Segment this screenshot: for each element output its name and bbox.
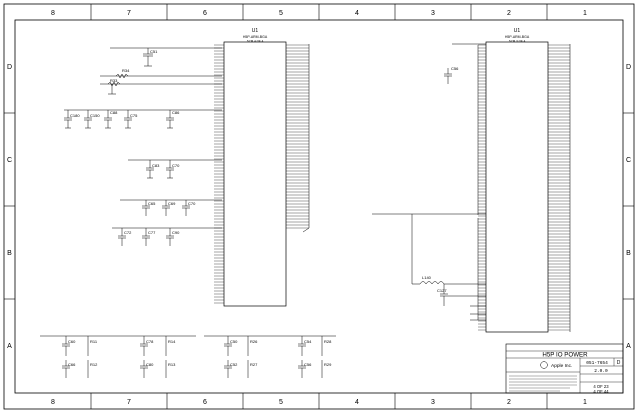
u1-left-ref: U1 xyxy=(252,28,259,34)
title-block: H5P IO POWER Apple Inc. 051-7654 D 2.0.0… xyxy=(505,343,624,394)
r33-label: R33 xyxy=(110,78,118,83)
col-label-bottom: 1 xyxy=(583,399,587,406)
r34-label: R34 xyxy=(122,68,130,73)
row-label-left: D xyxy=(7,64,12,71)
col-label-top: 3 xyxy=(431,10,435,17)
r12-label: R12 xyxy=(90,362,98,367)
r14-label: R14 xyxy=(168,339,176,344)
c66-label: C66 xyxy=(68,362,76,367)
version: 2.0.0 xyxy=(594,368,608,374)
c56-label: C56 xyxy=(304,362,312,367)
c88-label: C88 xyxy=(110,110,118,115)
c78-label: C78 xyxy=(146,339,154,344)
bottom-rail-left xyxy=(40,335,196,378)
column-dividers xyxy=(4,4,634,409)
c180-label: C180 xyxy=(70,113,80,118)
c70-label: C70 xyxy=(188,201,196,206)
top-left-supply-net xyxy=(100,47,222,95)
c50-label: C50 xyxy=(230,339,238,344)
c90-label: C90 xyxy=(172,230,180,235)
c56-right-label: C56 xyxy=(451,66,459,71)
drawing-number: 051-7654 xyxy=(586,360,608,366)
c83-label: C83 xyxy=(152,163,160,168)
c69-label: C69 xyxy=(168,201,176,206)
u1-right-part: H5P-ARM-BGA xyxy=(505,35,530,39)
decoupling-rail-2 xyxy=(128,159,222,179)
apple-logo-icon xyxy=(540,361,548,369)
row-label-right: D xyxy=(626,64,631,71)
bottom-rail-right xyxy=(204,335,336,378)
c72-label: C72 xyxy=(124,230,132,235)
col-label-bottom: 8 xyxy=(51,399,55,406)
col-label-top: 2 xyxy=(507,10,511,17)
col-label-bottom: 4 xyxy=(355,399,359,406)
col-label-bottom: 3 xyxy=(431,399,435,406)
revision: D xyxy=(617,360,621,366)
row-label-right: C xyxy=(626,157,631,164)
c86-label: C86 xyxy=(172,110,180,115)
r26-label: R26 xyxy=(250,339,258,344)
r13-label: R13 xyxy=(168,362,176,367)
r29-label: R29 xyxy=(324,362,332,367)
u1-left-sub: SYM 4 OF 4 xyxy=(247,39,264,43)
c70-label: C70 xyxy=(172,163,180,168)
col-label-bottom: 6 xyxy=(203,399,207,406)
u1-right-symbol: U1 H5P-ARM-BGA SYM 3 OF 4 xyxy=(477,28,571,333)
c65-label: C65 xyxy=(148,201,156,206)
u1-left-part: H5P-ARM-BGA xyxy=(243,35,268,39)
col-label-top: 4 xyxy=(355,10,359,17)
row-label-left: A xyxy=(7,343,12,350)
col-label-bottom: 5 xyxy=(279,399,283,406)
c52-label: C52 xyxy=(230,362,238,367)
u1-left-symbol: U1 H5P-ARM-BGA SYM 4 OF 4 xyxy=(214,28,310,307)
l140-label: L140 xyxy=(422,275,432,280)
sheet-title: H5P IO POWER xyxy=(542,352,588,359)
col-label-top: 8 xyxy=(51,10,55,17)
decoupling-rail-1 xyxy=(64,109,222,129)
col-label-bottom: 7 xyxy=(127,399,131,406)
row-label-right: B xyxy=(626,250,631,257)
c54-label: C54 xyxy=(304,339,312,344)
c51-label: C51 xyxy=(150,49,158,54)
r28-label: R28 xyxy=(324,339,332,344)
r27-label: R27 xyxy=(250,362,258,367)
col-label-top: 5 xyxy=(279,10,283,17)
u1-right-ref: U1 xyxy=(514,28,521,34)
col-label-top: 7 xyxy=(127,10,131,17)
row-label-left: B xyxy=(7,250,12,257)
col-label-top: 1 xyxy=(583,10,587,17)
col-label-top: 6 xyxy=(203,10,207,17)
c60-label: C60 xyxy=(68,339,76,344)
c80-label: C80 xyxy=(146,362,154,367)
sheet-number: 4 OF 23 xyxy=(593,384,609,389)
right-supply-net xyxy=(372,43,486,321)
c77-label: C77 xyxy=(148,230,156,235)
row-label-left: C xyxy=(7,157,12,164)
c150-label: C150 xyxy=(90,113,100,118)
outer-frame xyxy=(3,3,635,410)
company-name: Apple Inc. xyxy=(551,363,572,369)
col-label-bottom: 2 xyxy=(507,399,511,406)
u1-right-sub: SYM 3 OF 4 xyxy=(509,39,526,43)
c127-label: C127 xyxy=(437,288,447,293)
decoupling-rail-3 xyxy=(112,199,222,246)
c75-label: C75 xyxy=(130,113,138,118)
r11-label: R11 xyxy=(90,339,98,344)
row-label-right: A xyxy=(626,343,631,350)
page-number: 4 OF 44 xyxy=(593,389,609,394)
